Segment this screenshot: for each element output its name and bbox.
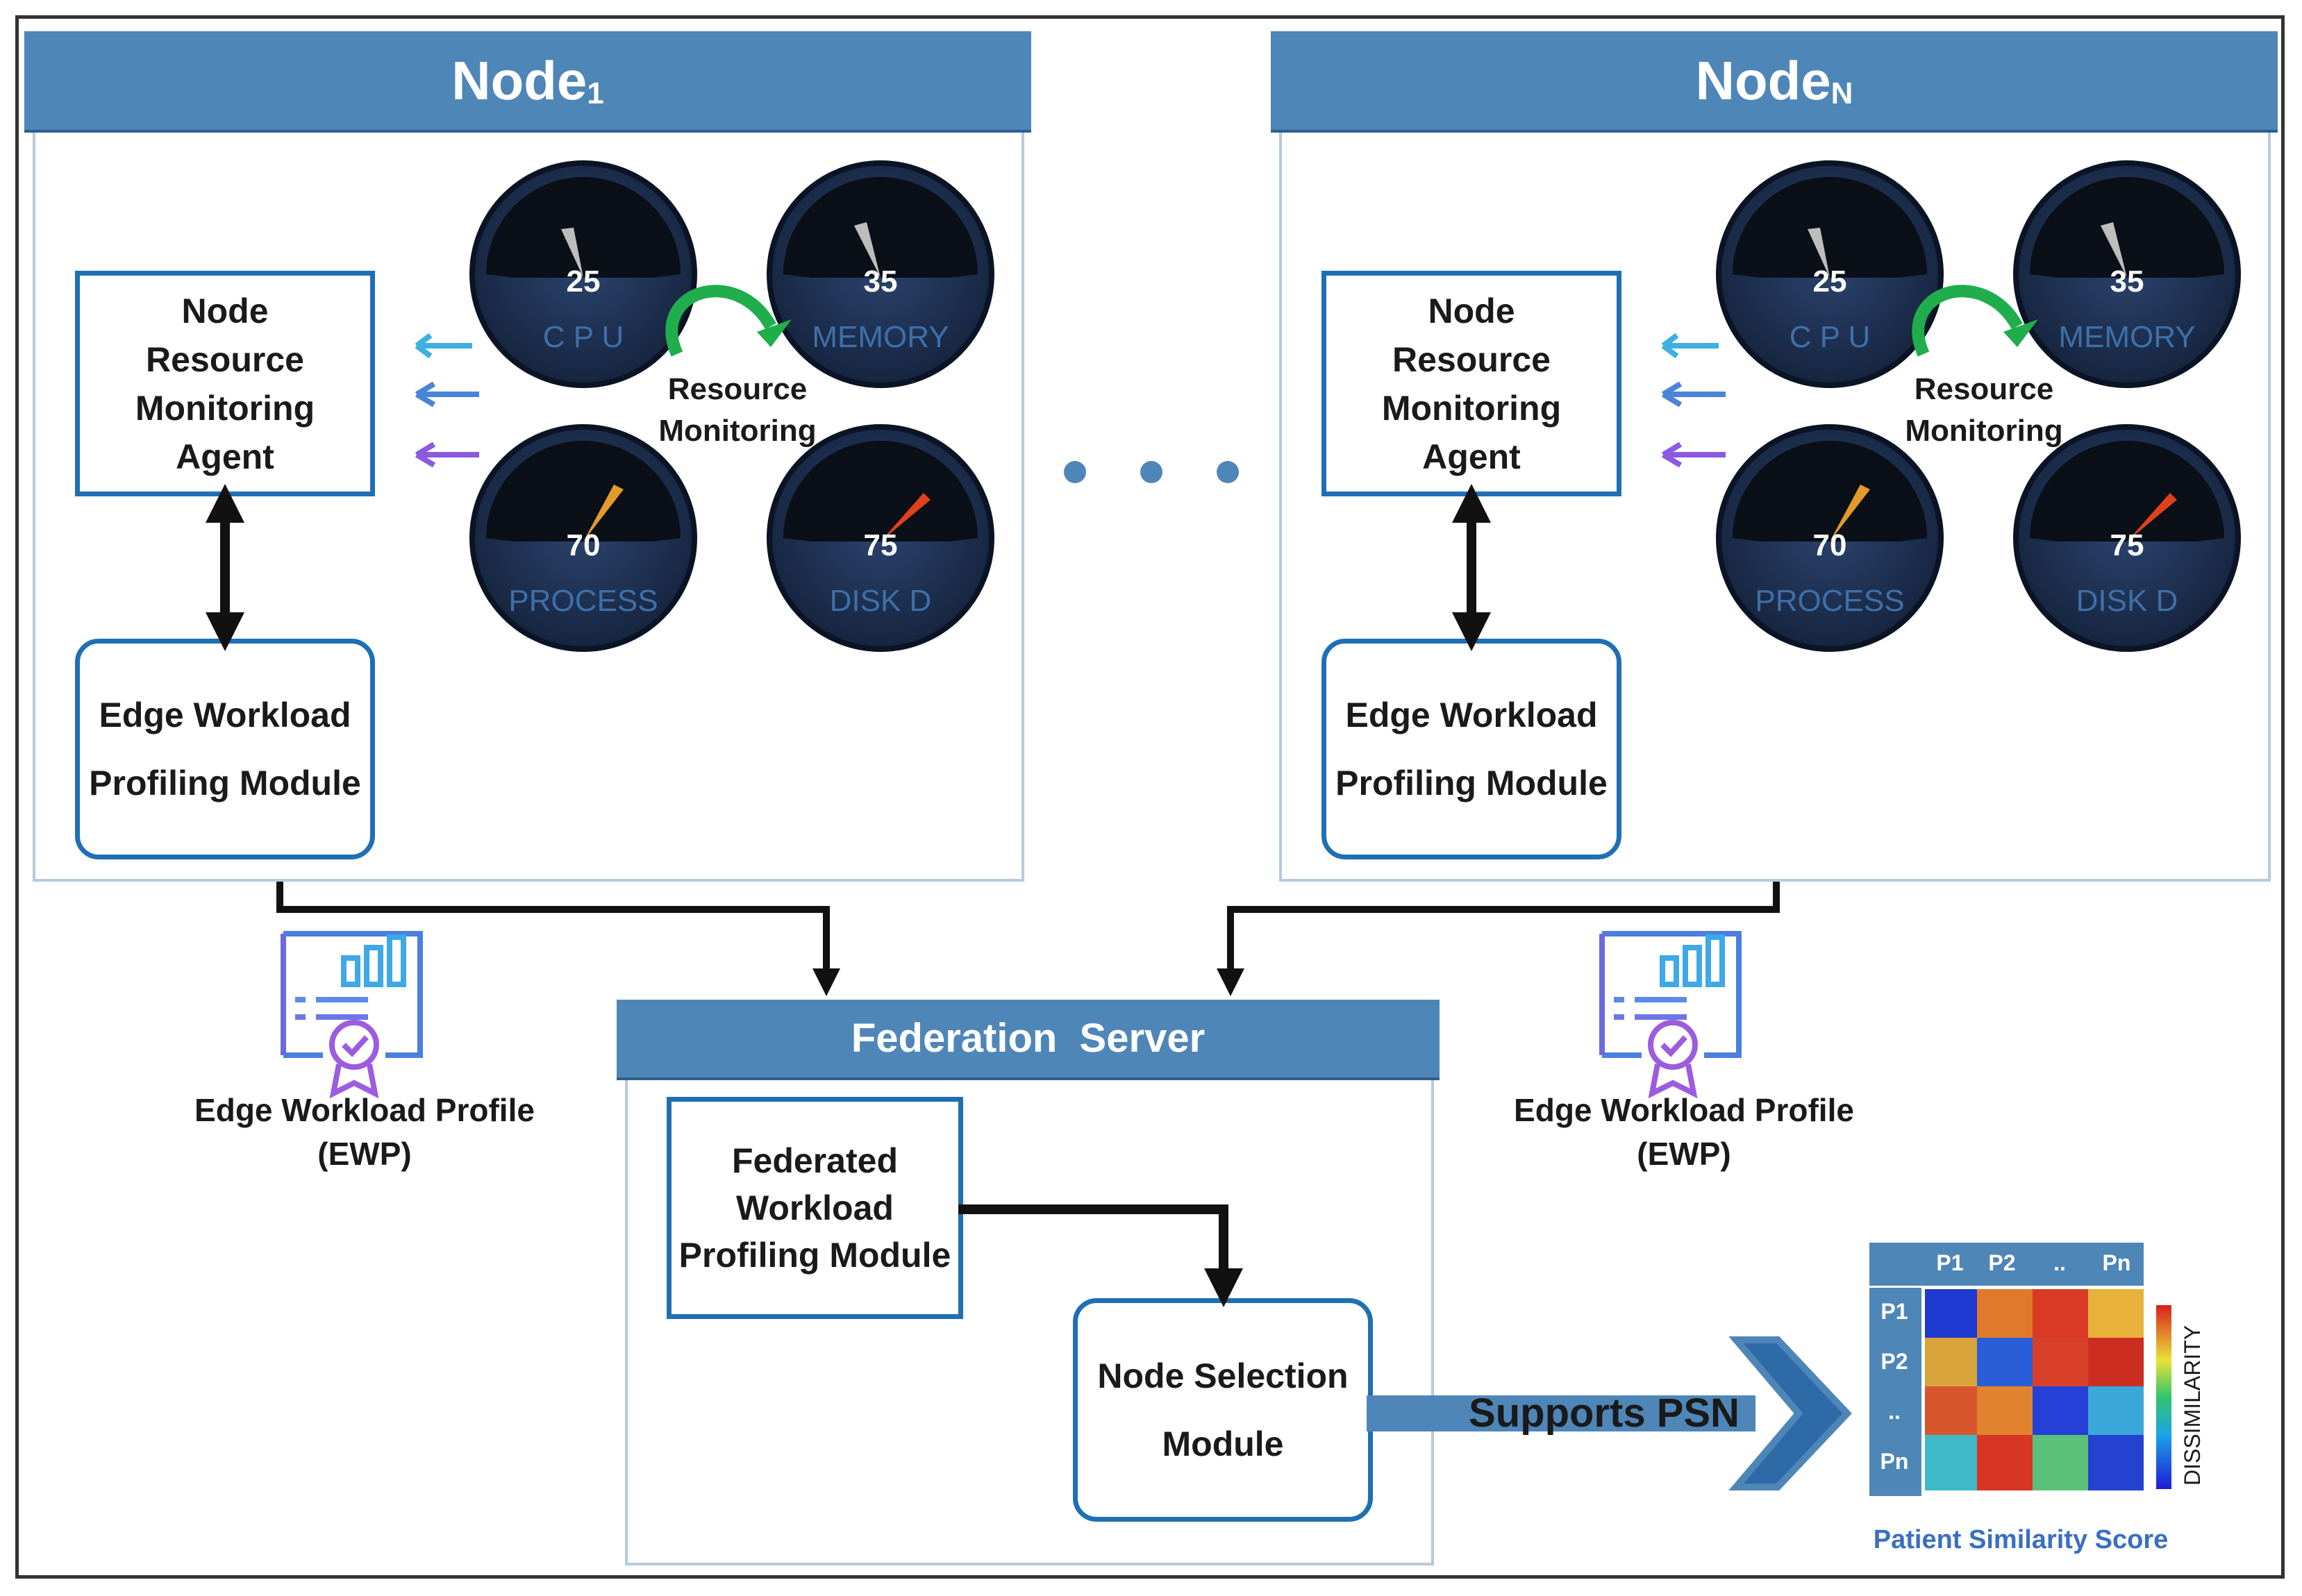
similarity-caption: Patient Similarity Score (1874, 1525, 2169, 1554)
sim-colorbar-label: DISSIMILARITY (2180, 1325, 2205, 1486)
sim-col-header-4: Pn (2103, 1250, 2131, 1275)
federated-profiling-module: Federated Workload Profiling Module (667, 1097, 963, 1319)
node1-gauge-memory-value: 35 (864, 264, 898, 299)
node1-gauge-disk: 75 DISK D (767, 424, 994, 652)
sim-row-header-2: P2 (1880, 1349, 1908, 1374)
sim-row-header-1: P1 (1880, 1299, 1908, 1324)
diagram-frame (15, 15, 2285, 1579)
node-selection-module: Node Selection Module (1073, 1298, 1373, 1522)
nodeN-profiling-label: Edge Workload Profiling Module (1335, 696, 1608, 803)
sim-colorbar (2156, 1305, 2171, 1489)
node1-incoming-arrows (415, 333, 479, 468)
psn-label: Supports PSN (1469, 1391, 1740, 1436)
node1-gauge-process-name: PROCESS (508, 584, 658, 618)
ewp-right-certificate-icon (1599, 931, 1742, 1099)
nodeN-profiling-module: Edge Workload Profiling Module (1321, 639, 1621, 859)
nodeN-gauge-disk: 75 DISK D (2013, 424, 2241, 652)
nodeN-gauge-cpu: 25 C P U (1716, 160, 1944, 388)
nodeN-monitoring-line2: Monitoring (1905, 414, 2062, 448)
node1-profiling-label: Edge Workload Profiling Module (89, 696, 361, 803)
node1-profiling-module: Edge Workload Profiling Module (75, 639, 375, 859)
nodeN-title-sub: N (1830, 76, 1853, 110)
nodeN-cycle-arrowhead (2003, 319, 2038, 347)
federated-to-selection-connector (958, 1204, 1243, 1307)
server-title: Federation Server (851, 1016, 1206, 1061)
sim-row-header-4: Pn (1880, 1449, 1909, 1474)
nodeN-monitoring-agent: Node Resource Monitoring Agent (1321, 271, 1621, 496)
node1-gauge-process: 70 PROCESS (469, 424, 697, 652)
nodeN-gauge-disk-value: 75 (2110, 528, 2144, 562)
node1-to-server-connector (276, 882, 840, 996)
nodeN-gauge-process-value: 70 (1813, 528, 1847, 562)
nodeN-gauge-disk-name: DISK D (2076, 584, 2178, 618)
sim-col-header-1: P1 (1936, 1250, 1963, 1275)
node1-title: Node (451, 50, 587, 111)
node1-gauge-memory: 35 MEMORY (767, 160, 994, 388)
nodeN-title: Node (1695, 50, 1831, 111)
nodeN-gauge-memory-value: 35 (2110, 264, 2144, 299)
node1-gauge-disk-name: DISK D (830, 584, 932, 618)
sim-col-header-2: P2 (1988, 1250, 2015, 1275)
node1-gauge-disk-value: 75 (864, 528, 898, 562)
nodeN-incoming-arrows (1661, 333, 1726, 468)
ewp-left-line2: (EWP) (317, 1136, 411, 1172)
ewp-left-certificate-icon (281, 931, 423, 1099)
node1-gauge-cpu: 25 C P U (469, 160, 697, 388)
nodeN-monitoring-line1: Resource (1915, 372, 2054, 406)
node1-agent-label: Node Resource Monitoring Agent (135, 291, 315, 476)
node1-monitoring-agent: Node Resource Monitoring Agent (75, 271, 375, 496)
node1-gauge-cpu-value: 25 (567, 264, 601, 299)
node1-gauge-memory-name: MEMORY (812, 320, 949, 354)
node1-monitoring-line2: Monitoring (658, 414, 816, 448)
nodeN-gauge-process: 70 PROCESS (1716, 424, 1944, 652)
ewp-left-line1: Edge Workload Profile (194, 1092, 535, 1128)
supports-psn-arrow (1367, 1336, 1852, 1490)
node1-banner: Node1 (24, 31, 1031, 130)
nodeN-gauge-memory: 35 MEMORY (2013, 160, 2241, 388)
sim-col-header-3: .. (2053, 1250, 2066, 1275)
nodeN-to-server-connector (1217, 882, 1780, 996)
node1-cycle-arrow (665, 285, 776, 357)
nodeN-gauge-cpu-name: C P U (1790, 320, 1871, 354)
node1-gauge-cpu-name: C P U (543, 320, 624, 354)
node1-cycle-arrowhead (757, 319, 792, 347)
selection-label: Node Selection Module (1097, 1356, 1349, 1463)
node1-gauge-process-value: 70 (567, 528, 601, 562)
nodeN-cycle-arrow (1912, 285, 2023, 357)
federated-label: Federated Workload Profiling Module (678, 1141, 951, 1275)
nodeN-gauge-cpu-value: 25 (1813, 264, 1847, 299)
ewp-right-line2: (EWP) (1637, 1136, 1730, 1172)
ewp-right-line1: Edge Workload Profile (1514, 1092, 1854, 1128)
node1-monitoring-line1: Resource (668, 372, 808, 406)
server-banner: Federation Server (617, 1000, 1440, 1077)
nodeN-agent-label: Node Resource Monitoring Agent (1381, 291, 1562, 476)
sim-row-header-3: .. (1888, 1399, 1901, 1424)
similarity-matrix: P1 P2 .. Pn P1 P2 .. Pn DISSIMILARITY (1869, 1243, 2205, 1496)
ellipsis-dots (1064, 461, 1239, 483)
node1-title-sub: 1 (587, 76, 604, 110)
nodeN-banner: NodeN (1271, 31, 2278, 130)
nodeN-gauge-memory-name: MEMORY (2058, 320, 2195, 354)
nodeN-gauge-process-name: PROCESS (1755, 584, 1904, 618)
